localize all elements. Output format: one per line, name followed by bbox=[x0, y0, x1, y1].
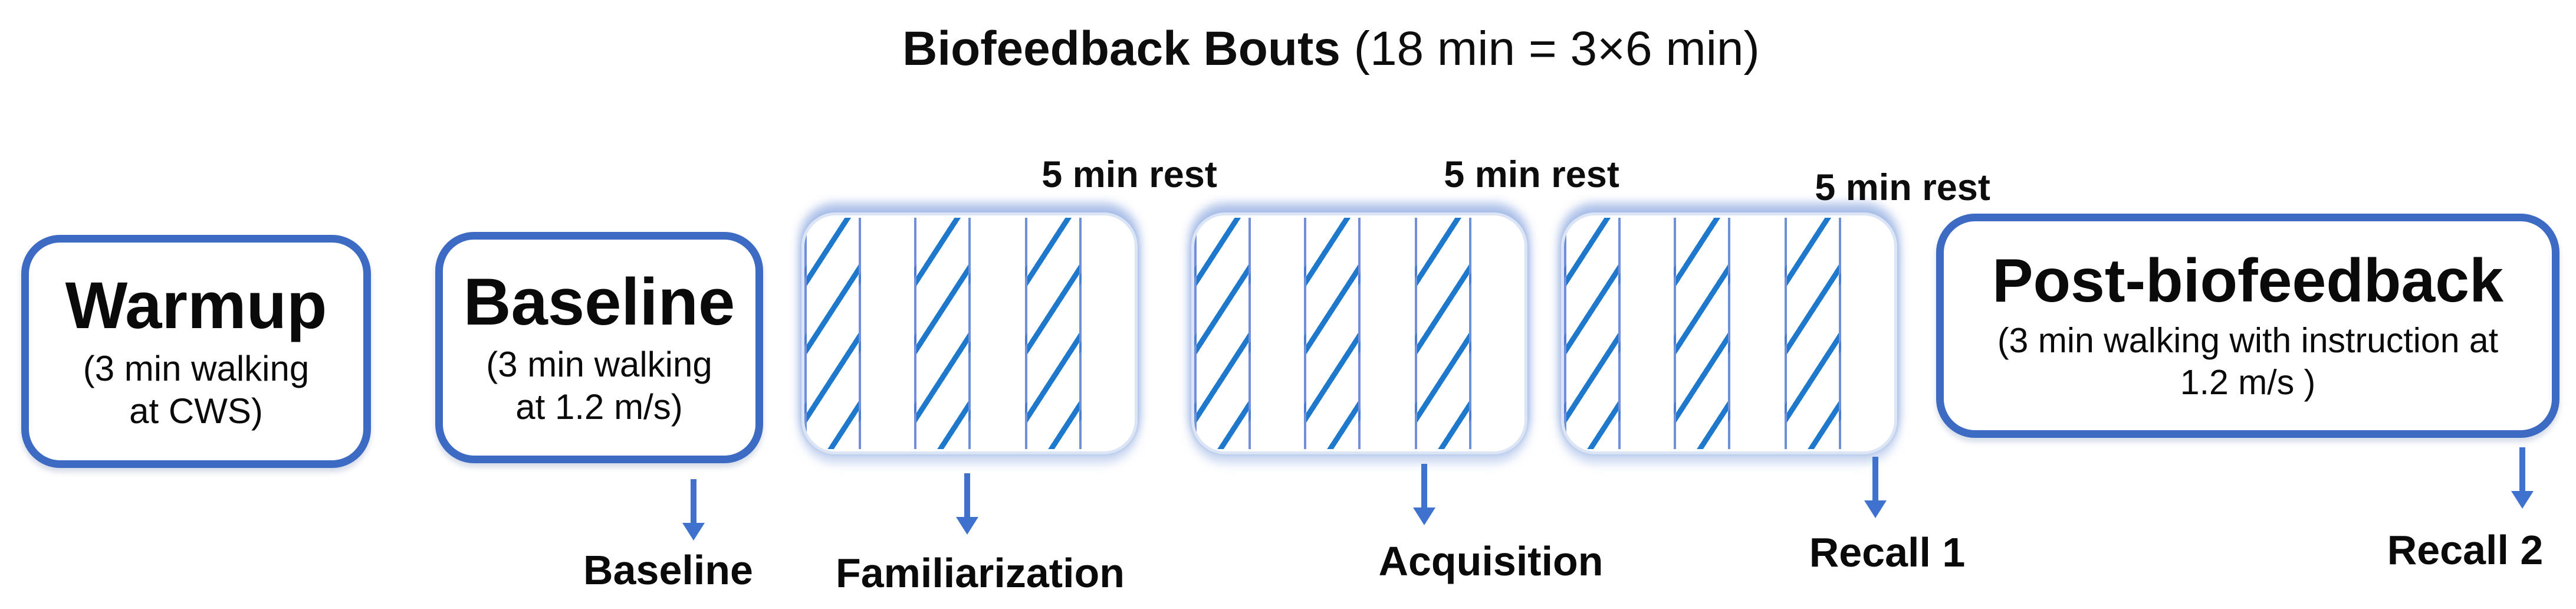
down-arrow-recall-1 bbox=[1864, 457, 1887, 518]
figure-title-bold: Biofeedback Bouts bbox=[902, 22, 1340, 76]
rest-label-3: 5 min rest bbox=[1815, 167, 1990, 208]
hatch-panel bbox=[1785, 218, 1841, 449]
down-arrow-familiarization bbox=[956, 473, 978, 535]
warmup-box: Warmup (3 min walking at CWS) bbox=[21, 235, 371, 468]
baseline-title: Baseline bbox=[463, 264, 735, 339]
hatch-panel bbox=[1025, 218, 1082, 449]
post-biofeedback-box: Post-biofeedback (3 min walking with ins… bbox=[1936, 214, 2559, 438]
phase-label-baseline: Baseline bbox=[583, 547, 753, 593]
arrow-head bbox=[1413, 508, 1435, 525]
figure-title: Biofeedback Bouts (18 min = 3×6 min) bbox=[902, 21, 1760, 77]
hatch-panel bbox=[1304, 218, 1361, 449]
hatch-panel bbox=[804, 218, 861, 449]
hatch-panel bbox=[1415, 218, 1471, 449]
baseline-box: Baseline (3 min walking at 1.2 m/s) bbox=[435, 232, 763, 463]
phase-label-recall-2: Recall 2 bbox=[2387, 527, 2544, 573]
rest-label-1: 5 min rest bbox=[1041, 154, 1217, 195]
phase-label-recall-1: Recall 1 bbox=[1809, 529, 1966, 575]
arrow-head bbox=[2511, 491, 2534, 509]
arrow-head bbox=[1864, 500, 1887, 518]
down-arrow-acquisition bbox=[1413, 464, 1435, 525]
biofeedback-bout-box-2 bbox=[1191, 212, 1527, 454]
post-biofeedback-subtitle-line1: (3 min walking with instruction at bbox=[1997, 321, 2499, 361]
arrow-stem bbox=[1872, 457, 1878, 500]
post-biofeedback-subtitle-line2: 1.2 m/s ) bbox=[2180, 363, 2316, 402]
warmup-subtitle-line2: at CWS) bbox=[129, 391, 263, 431]
biofeedback-bout-box-1 bbox=[801, 212, 1138, 454]
baseline-subtitle-line2: at 1.2 m/s) bbox=[515, 387, 683, 427]
post-biofeedback-title: Post-biofeedback bbox=[1992, 247, 2503, 316]
warmup-title: Warmup bbox=[65, 269, 327, 343]
warmup-subtitle-line1: (3 min walking bbox=[83, 348, 310, 388]
down-arrow-recall-2 bbox=[2511, 447, 2534, 509]
arrow-stem bbox=[2519, 447, 2525, 491]
arrow-head bbox=[956, 517, 978, 535]
hatch-panel bbox=[1674, 218, 1730, 449]
biofeedback-bout-box-3 bbox=[1561, 212, 1897, 454]
arrow-stem bbox=[1421, 464, 1427, 508]
phase-label-acquisition: Acquisition bbox=[1378, 538, 1604, 584]
arrow-head bbox=[682, 523, 705, 541]
rest-label-2: 5 min rest bbox=[1444, 154, 1619, 195]
hatch-panel bbox=[1564, 218, 1621, 449]
baseline-subtitle-line1: (3 min walking bbox=[486, 345, 712, 385]
down-arrow-baseline bbox=[682, 479, 705, 541]
hatch-panel bbox=[914, 218, 971, 449]
phase-label-familiarization: Familiarization bbox=[835, 550, 1125, 596]
hatch-panel bbox=[1194, 218, 1251, 449]
arrow-stem bbox=[964, 473, 970, 517]
arrow-stem bbox=[691, 479, 696, 523]
figure-title-detail: (18 min = 3×6 min) bbox=[1340, 22, 1760, 76]
